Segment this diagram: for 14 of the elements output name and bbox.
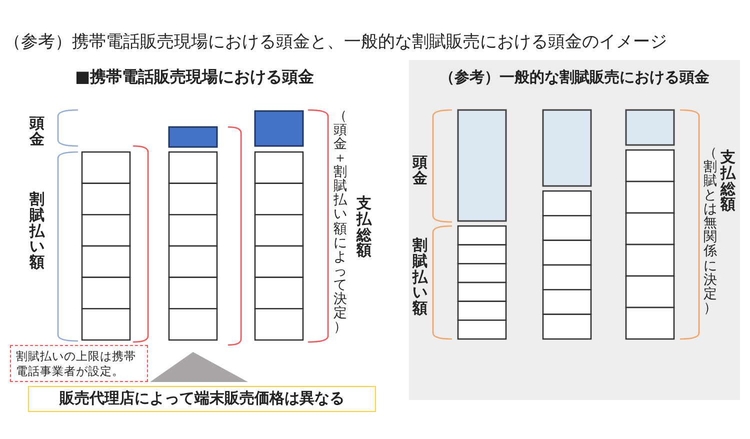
page-title: （参考）携帯電話販売現場における頭金と、一般的な割賦販売における頭金のイメージ — [4, 31, 667, 53]
banner-box: 販売代理店によって端末販売価格は異なる — [28, 386, 376, 412]
bracket-label: 割賦払い額 — [412, 238, 428, 317]
bracket-label: 割賦払い額 — [29, 192, 45, 271]
section-heading: ■携帯電話販売現場における頭金 — [75, 67, 314, 88]
bracket-label: 支払総額 — [356, 196, 372, 259]
bracket-label: 支払総額 — [720, 150, 736, 213]
bracket-label: 頭金 — [412, 155, 428, 186]
pointer-triangle — [150, 352, 248, 382]
vertical-note: （頭金＋割賦払い額によって決定） — [333, 110, 348, 335]
vertical-note: （割賦とは無関係に決定） — [703, 147, 718, 316]
panel-heading: （参考）一般的な割賦販売における頭金 — [438, 68, 710, 87]
note-box: 割賦払いの上限は携帯電話事業者が設定。 — [10, 345, 148, 382]
bracket-label: 頭金 — [29, 116, 45, 148]
